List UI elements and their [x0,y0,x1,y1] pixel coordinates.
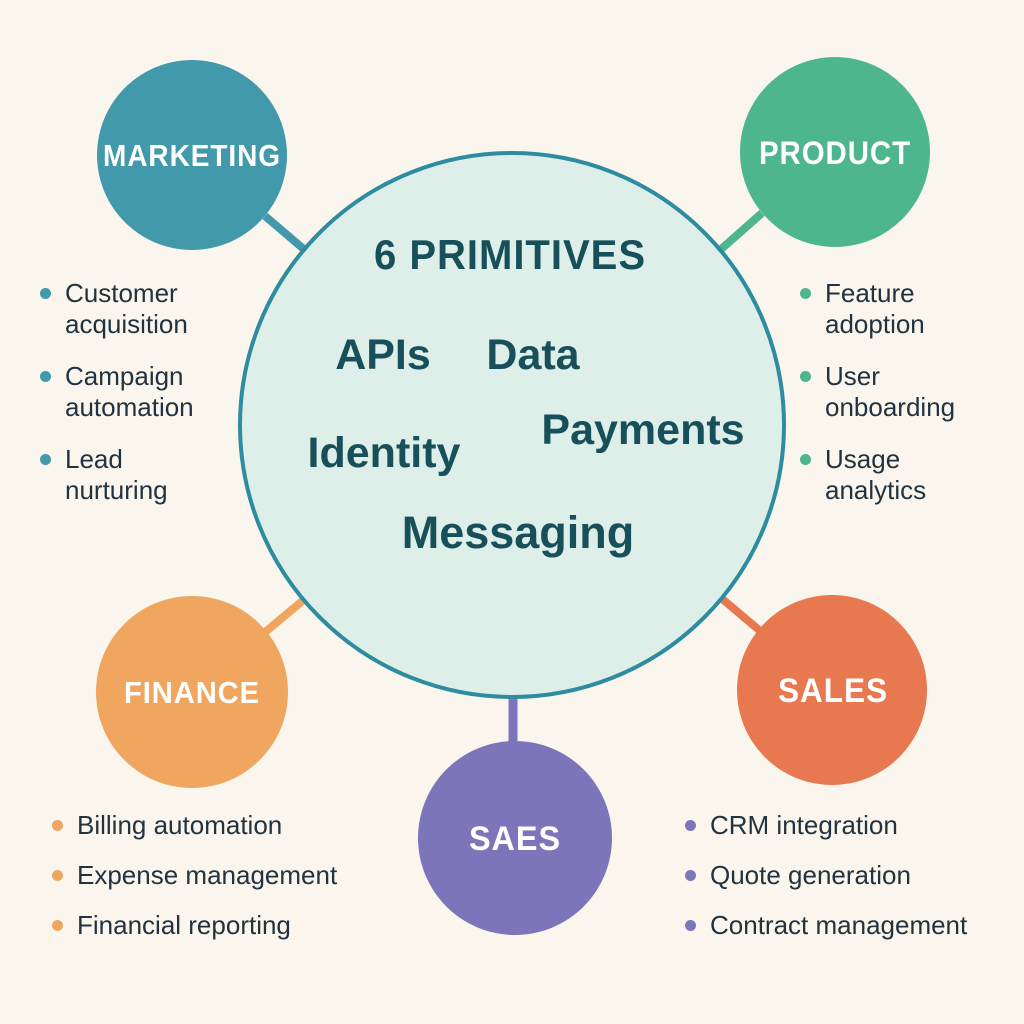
bullet-dot [800,371,811,382]
list-item: Contract management [685,910,1024,941]
list-item-label: Billing automation [77,810,283,840]
list-item-label: Campaign automation [65,361,194,422]
list-item: Feature adoption [800,278,1015,340]
product-label: PRODUCT [759,135,911,171]
list-item: Campaign automation [40,361,255,423]
connector-product [716,210,765,254]
list-item: Billing automation [52,810,397,841]
list-item: Customer acquisition [40,278,255,340]
bullet-dot [52,820,63,831]
central-circle-ring [238,151,786,699]
bullet-dot [40,454,51,465]
list-item: Expense management [52,860,397,891]
bullet-dot [800,454,811,465]
primitive-data: Data [486,331,580,379]
sales-label: SALES [778,672,888,710]
list-item-label: CRM integration [710,810,898,840]
list-item: CRM integration [685,810,1024,841]
saes-label: SAES [469,820,561,858]
bullet-dot [40,288,51,299]
list-item-label: User onboarding [825,361,956,422]
marketing-circle [97,60,287,250]
list-item: Lead nurturing [40,444,255,506]
list-item-label: Quote generation [710,860,911,890]
connector-finance [261,594,309,637]
list-item-label: Lead nurturing [65,444,168,505]
bullet-dot [685,870,696,881]
list-item: Usage analytics [800,444,1015,506]
primitive-apis: APIs [335,331,431,379]
bullet-dot [52,920,63,931]
list-item-label: Contract management [710,910,968,940]
product-circle [740,57,930,247]
connector-marketing [262,212,309,255]
finance-list: Billing automation Expense management Fi… [52,810,397,960]
finance-label: FINANCE [124,675,260,710]
bullet-dot [40,371,51,382]
list-item-label: Financial reporting [77,910,291,940]
bullet-dot [685,920,696,931]
finance-circle [96,596,288,788]
bullet-dot [800,288,811,299]
sales-list: CRM integration Quote generation Contrac… [685,810,1024,960]
bullet-dot [685,820,696,831]
primitive-payments: Payments [541,406,744,454]
primitive-messaging: Messaging [402,507,635,558]
product-list: Feature adoption User onboarding Usage a… [800,278,1015,527]
sales-circle [737,595,927,785]
list-item: User onboarding [800,361,1015,423]
list-item-label: Usage analytics [825,444,927,505]
primitive-identity: Identity [308,429,461,477]
central-circle [240,153,784,697]
list-item-label: Customer acquisition [65,278,188,339]
marketing-list: Customer acquisition Campaign automation… [40,278,255,527]
bullet-dot [52,870,63,881]
center-title: 6 PRIMITIVES [374,231,646,278]
saes-circle [418,741,612,935]
marketing-label: MARKETING [103,138,281,173]
list-item: Quote generation [685,860,1024,891]
list-item-label: Expense management [77,860,338,890]
list-item-label: Feature adoption [825,278,925,339]
connector-sales [717,593,762,634]
list-item: Financial reporting [52,910,397,941]
